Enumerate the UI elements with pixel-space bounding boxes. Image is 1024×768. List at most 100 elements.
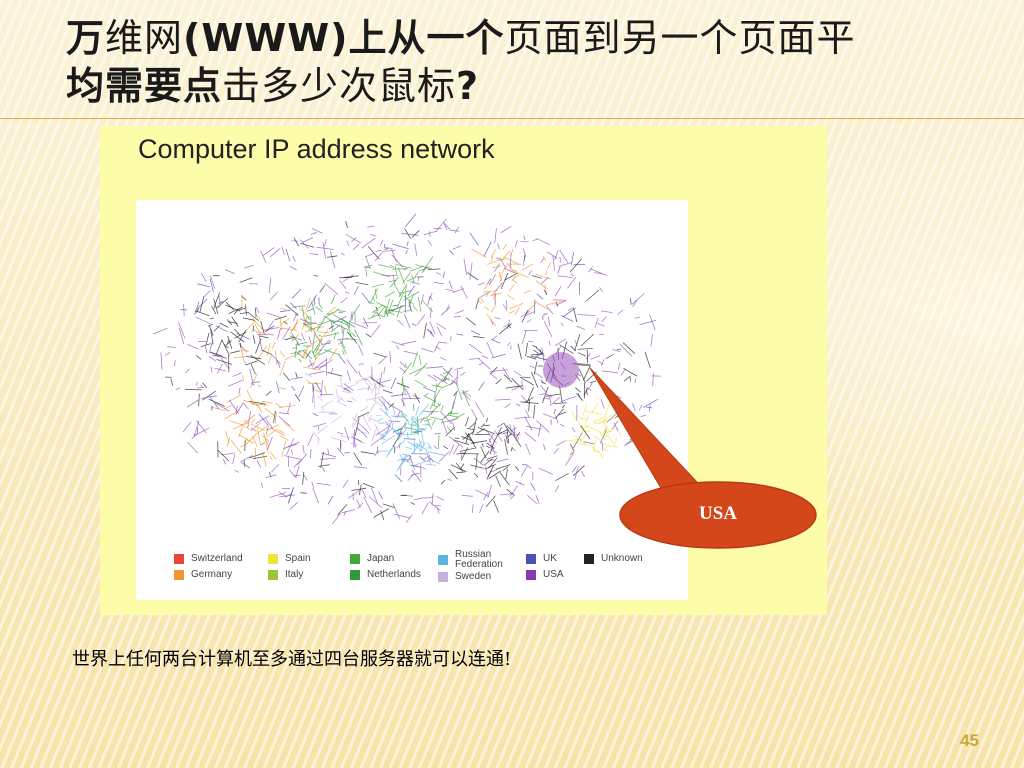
network-edge xyxy=(228,379,243,387)
network-edge xyxy=(305,350,312,359)
network-edge xyxy=(226,437,231,447)
network-edge xyxy=(491,255,493,262)
network-edge xyxy=(520,465,528,477)
network-edge xyxy=(501,250,511,261)
network-edge xyxy=(249,452,266,459)
network-edge xyxy=(442,370,451,375)
network-edge xyxy=(623,376,630,382)
network-edge xyxy=(382,389,393,394)
network-edge xyxy=(298,358,302,363)
network-edge xyxy=(262,247,275,257)
network-edge xyxy=(460,452,463,458)
network-edge xyxy=(387,310,395,316)
network-edge xyxy=(203,290,211,298)
network-edge xyxy=(588,382,593,389)
network-edge xyxy=(228,321,238,324)
network-edge xyxy=(330,324,341,333)
network-edge xyxy=(411,469,422,483)
network-edge xyxy=(386,445,396,458)
network-edge xyxy=(514,466,520,471)
network-edge xyxy=(581,417,588,421)
network-edge xyxy=(577,314,596,316)
network-edge xyxy=(365,333,372,338)
network-edge xyxy=(307,362,315,367)
network-edge xyxy=(279,309,291,313)
legend-item-netherlands: Netherlands xyxy=(350,570,421,580)
network-edge xyxy=(309,370,326,375)
network-edge xyxy=(273,410,276,423)
network-edge xyxy=(486,341,494,358)
network-edge xyxy=(582,364,591,381)
network-edge xyxy=(357,502,364,510)
network-edge xyxy=(339,280,347,289)
network-edge xyxy=(567,276,577,289)
network-edge xyxy=(399,453,405,462)
network-edge xyxy=(554,485,560,493)
network-edge xyxy=(178,321,186,339)
network-edge xyxy=(555,300,567,306)
network-edge xyxy=(383,366,386,374)
network-edge xyxy=(311,481,315,488)
network-edge xyxy=(506,294,515,301)
network-edge xyxy=(456,369,458,386)
network-edge xyxy=(295,341,308,346)
network-edge xyxy=(242,374,245,381)
network-edge xyxy=(419,456,426,462)
network-edge xyxy=(342,349,345,356)
network-edge xyxy=(287,402,291,413)
network-edge xyxy=(246,434,256,444)
title-part-5: 均需要点 xyxy=(66,64,223,108)
network-edge xyxy=(381,428,392,440)
network-edge xyxy=(318,303,323,310)
network-edge xyxy=(597,360,604,365)
network-edge xyxy=(225,431,230,444)
network-edge xyxy=(323,315,335,323)
network-edge xyxy=(431,404,439,408)
network-edge xyxy=(454,367,464,370)
network-edge xyxy=(477,282,485,286)
network-edge xyxy=(291,333,300,346)
network-edge xyxy=(389,264,395,269)
network-edge xyxy=(371,283,385,288)
network-edge xyxy=(152,327,168,335)
legend-item-italy: Italy xyxy=(268,570,303,580)
network-edge xyxy=(521,330,527,345)
network-edge xyxy=(454,437,460,439)
network-edge xyxy=(370,377,384,387)
network-edge xyxy=(594,317,599,328)
network-edge xyxy=(502,367,511,380)
network-edge xyxy=(539,393,546,396)
network-edge xyxy=(377,417,384,422)
network-edge xyxy=(638,404,643,411)
network-edge xyxy=(239,312,248,314)
network-edge xyxy=(254,425,268,436)
network-edge xyxy=(374,392,380,396)
slide-caption: 世界上任何两台计算机至多通过四台服务器就可以连通! xyxy=(72,649,512,670)
network-edge xyxy=(499,274,503,282)
network-edge xyxy=(269,471,271,477)
network-edge xyxy=(164,351,171,356)
network-edge xyxy=(430,410,434,416)
network-edge xyxy=(257,333,274,336)
title-part-2: 维网 xyxy=(105,16,184,60)
network-edge xyxy=(442,367,454,378)
network-edge xyxy=(546,301,563,306)
network-edge xyxy=(195,420,207,434)
network-edge xyxy=(423,418,432,422)
network-edge xyxy=(280,327,298,331)
network-edge xyxy=(303,474,308,481)
network-edge xyxy=(361,237,376,249)
legend-swatch xyxy=(350,570,360,580)
network-edge xyxy=(194,310,210,317)
network-edge xyxy=(314,358,328,369)
network-edge xyxy=(521,310,529,323)
network-edge xyxy=(318,331,330,334)
network-edge xyxy=(459,447,477,452)
network-edge xyxy=(218,294,221,304)
network-edge xyxy=(312,338,323,354)
network-edge xyxy=(269,278,271,293)
network-edge xyxy=(252,455,268,460)
network-edge xyxy=(385,423,392,427)
network-edge xyxy=(540,379,544,384)
network-edge xyxy=(327,371,343,377)
